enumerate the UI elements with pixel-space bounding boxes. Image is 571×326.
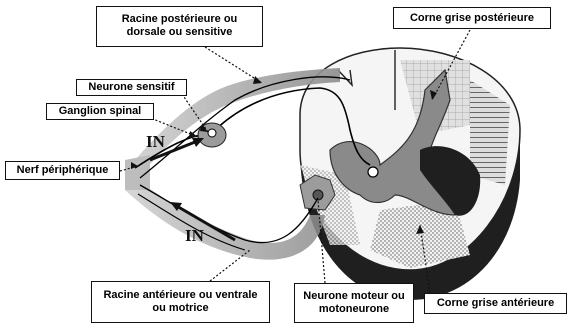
label-racine-anterieure: Racine antérieure ou ventrale ou motrice — [91, 281, 270, 323]
label-corne-posterieure: Corne grise postérieure — [393, 7, 551, 29]
anterior-root — [125, 175, 325, 260]
in-label-lower: IN — [185, 226, 204, 246]
label-neurone-sensitif: Neurone sensitif — [76, 79, 187, 96]
label-ganglion-spinal: Ganglion spinal — [46, 103, 154, 120]
leader-racine-posterieure — [205, 47, 262, 83]
central-canal — [368, 167, 378, 177]
label-corne-anterieure: Corne grise antérieure — [424, 293, 567, 314]
label-neurone-moteur: Neurone moteur ou motoneurone — [294, 283, 414, 323]
label-nerf-peripherique: Nerf périphérique — [5, 161, 120, 180]
label-racine-posterieure: Racine postérieure ou dorsale ou sensiti… — [96, 6, 263, 47]
in-label-upper: IN — [146, 132, 165, 152]
